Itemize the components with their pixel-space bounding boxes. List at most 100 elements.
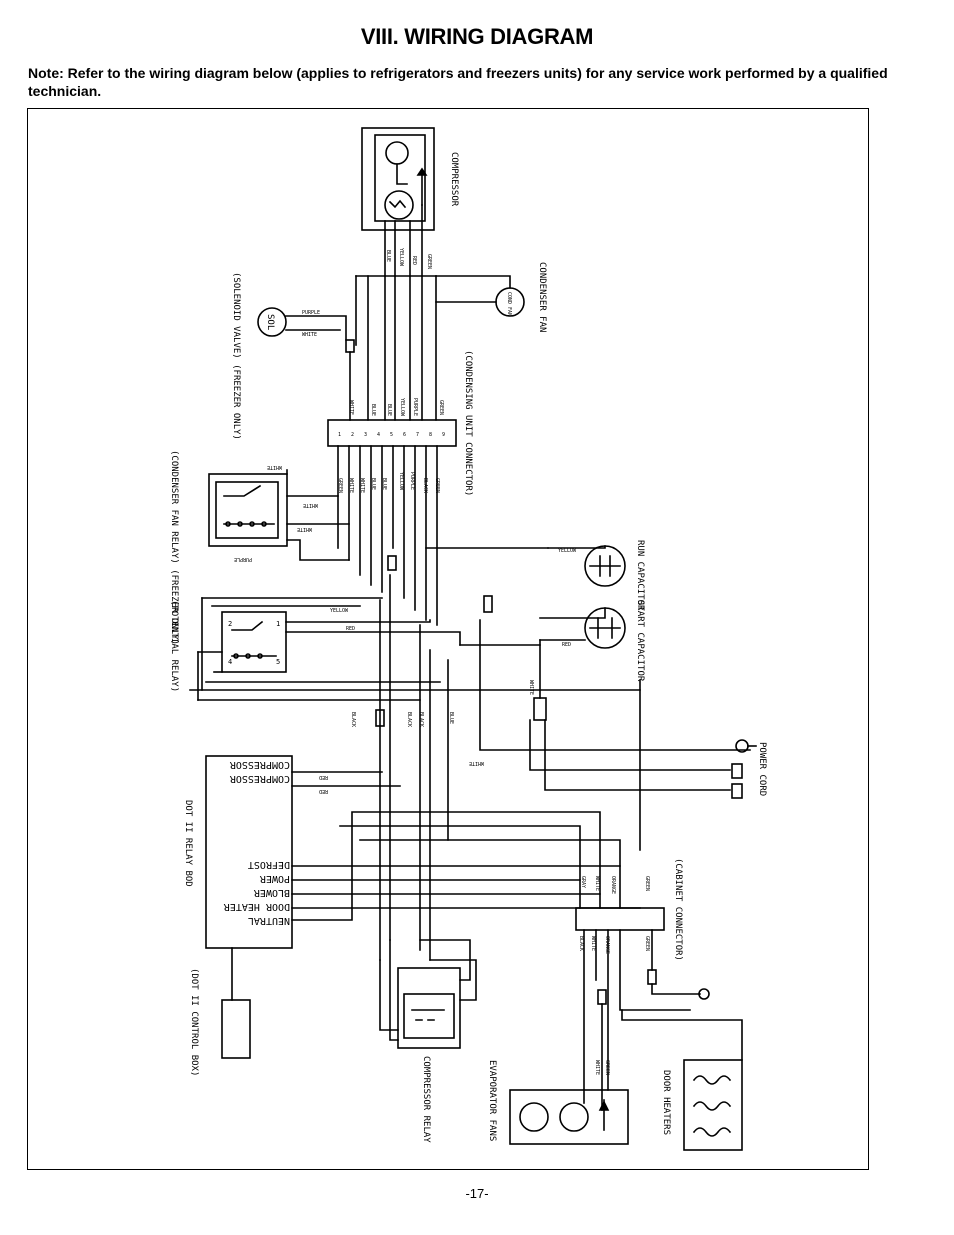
terminal-compressor-1: COMPRESSOR bbox=[229, 759, 290, 770]
wire-label: BLUE bbox=[370, 404, 376, 416]
wire-label: WHITE bbox=[594, 1060, 600, 1075]
wire-label: PURPLE bbox=[302, 310, 320, 316]
cabinet-connector bbox=[575, 907, 665, 931]
run-capacitor bbox=[425, 545, 626, 587]
terminal-blower: BLOWER bbox=[253, 887, 290, 898]
wire-label: GREEN bbox=[434, 478, 440, 493]
wire-label: PURPLE bbox=[412, 398, 418, 416]
start-capacitor-label: START CAPACITOR bbox=[635, 600, 645, 682]
dot-relay-board bbox=[205, 755, 293, 949]
terminal-compressor-2: COMPRESSOR bbox=[229, 773, 290, 784]
wire-label: YELLOW bbox=[558, 548, 577, 554]
door-heaters-label: DOOR HEATERS bbox=[661, 1070, 671, 1135]
power-cord-label: POWER CORD bbox=[757, 742, 767, 796]
wire-label: BLACK bbox=[350, 712, 356, 727]
wire-label: BLACK bbox=[418, 712, 424, 727]
wire-label: RED bbox=[346, 626, 355, 632]
solenoid-valve-label: (SOLENOID VALVE) (FREEZER ONLY) bbox=[231, 272, 241, 440]
door-heaters bbox=[683, 1059, 743, 1151]
connector-pin-number: 1 bbox=[338, 432, 341, 438]
wire-label: GRAY bbox=[580, 876, 586, 888]
wire-label: BLUE bbox=[370, 478, 376, 490]
connector-pin-number: 7 bbox=[416, 432, 419, 438]
wire-label: BLACK bbox=[578, 936, 584, 951]
terminal-neutral: NEUTRAL bbox=[248, 915, 290, 926]
condensing-connector-label: (CONDENSING UNIT CONNECTOR) bbox=[463, 350, 473, 496]
control-box-label: (DOT II CONTROL BOX) bbox=[189, 968, 199, 1076]
wire-label: RED bbox=[562, 642, 571, 648]
compressor-relay-label: COMPRESSOR RELAY bbox=[421, 1056, 431, 1143]
wire-label: BLACK bbox=[422, 478, 428, 493]
condensing-unit-connector bbox=[327, 419, 457, 447]
solenoid-symbol-label: SOL bbox=[265, 314, 275, 330]
connector-pin-number: 6 bbox=[403, 432, 406, 438]
condenser-fan bbox=[435, 275, 525, 317]
diagram-frame bbox=[27, 108, 869, 1170]
wire-label: BLUE bbox=[448, 712, 454, 724]
wire-label: WHITE bbox=[267, 464, 282, 470]
wire-label: WHITE bbox=[590, 936, 596, 951]
wire-label: RED bbox=[411, 256, 417, 265]
wire-label: YELLOW bbox=[398, 248, 404, 267]
start-capacitor bbox=[539, 607, 626, 649]
compressor-relay bbox=[379, 939, 477, 1049]
wire-label: PURPLE bbox=[234, 556, 252, 562]
page-title: VIII. WIRING DIAGRAM bbox=[360, 24, 594, 49]
compressor-block bbox=[361, 127, 435, 231]
potential-relay-label: (POTENTIAL RELAY) bbox=[169, 600, 179, 692]
wire-label: GREEN bbox=[337, 478, 343, 493]
service-note: Note: Refer to the wiring diagram below … bbox=[28, 65, 888, 99]
wire-label: ORANGE bbox=[604, 936, 610, 954]
wire-label: GREEN bbox=[438, 400, 444, 415]
terminal-door-heater: DOOR HEATER bbox=[223, 901, 290, 912]
wire-label: GREEN bbox=[644, 936, 650, 951]
wire-label: PURPLE bbox=[409, 472, 415, 490]
potential-relay bbox=[221, 611, 287, 673]
wire-label: BLUE bbox=[385, 250, 391, 262]
connector-pin-number: 9 bbox=[442, 432, 445, 438]
wire-label: RED bbox=[319, 788, 328, 794]
cabinet-connector-label: (CABINET CONNECTOR) bbox=[673, 858, 683, 961]
connector-pin-number: 8 bbox=[429, 432, 432, 438]
condenser-fan-relay-label: (CONDENSER FAN RELAY) (FREEZER ONLY) bbox=[169, 450, 179, 645]
dot-control-box bbox=[221, 947, 251, 1059]
solenoid-valve bbox=[257, 307, 355, 421]
wire-label: WHITE bbox=[303, 502, 318, 508]
wire-label: GREEN bbox=[426, 254, 432, 269]
wire-label: WHITE bbox=[594, 876, 600, 891]
wire-label: GREEN bbox=[604, 1060, 610, 1075]
wire-label: RED bbox=[319, 774, 328, 780]
connector-pin-number: 3 bbox=[364, 432, 367, 438]
wire-label: WHITE bbox=[302, 332, 317, 338]
wire-label: YELLOW bbox=[330, 608, 349, 614]
power-cord bbox=[731, 739, 757, 799]
evaporator-fans-label: EVAPORATOR FANS bbox=[487, 1060, 497, 1141]
connector-pin-number: 2 bbox=[351, 432, 354, 438]
condenser-fan-motor-label: COND FAN bbox=[506, 292, 512, 316]
wire-label: WHITE bbox=[469, 760, 484, 766]
relay-pin-number: 4 bbox=[228, 658, 232, 666]
wire-label: WHITE bbox=[528, 680, 534, 695]
relay-board-label: DOT II RELAY BOD bbox=[183, 800, 193, 887]
wire-label: WHITE bbox=[359, 478, 365, 493]
wire-label: WHITE bbox=[348, 400, 354, 415]
evaporator-fans bbox=[509, 1089, 629, 1145]
wire-label: YELLOW bbox=[399, 398, 405, 417]
wire-label: ORANGE bbox=[610, 876, 616, 894]
terminal-power: POWER bbox=[259, 873, 290, 884]
wire-label: WHITE bbox=[297, 526, 312, 532]
wire-label: BLUE bbox=[386, 404, 392, 416]
run-capacitor-label: RUN CAPACITOR bbox=[635, 540, 645, 611]
page-number: -17- bbox=[465, 1186, 489, 1201]
wire-label: YELLOW bbox=[398, 472, 404, 491]
relay-pin-number: 2 bbox=[228, 620, 232, 628]
condenser-fan-relay bbox=[208, 469, 350, 561]
terminal-defrost: DEFROST bbox=[248, 859, 290, 870]
wire-label: BLACK bbox=[406, 712, 412, 727]
connector-pin-number: 4 bbox=[377, 432, 380, 438]
compressor-label: COMPRESSOR bbox=[449, 152, 459, 207]
condenser-fan-label: CONDENSER FAN bbox=[537, 262, 547, 332]
wire-label: WHITE bbox=[348, 478, 354, 493]
wire-label: BLUE bbox=[381, 478, 387, 490]
